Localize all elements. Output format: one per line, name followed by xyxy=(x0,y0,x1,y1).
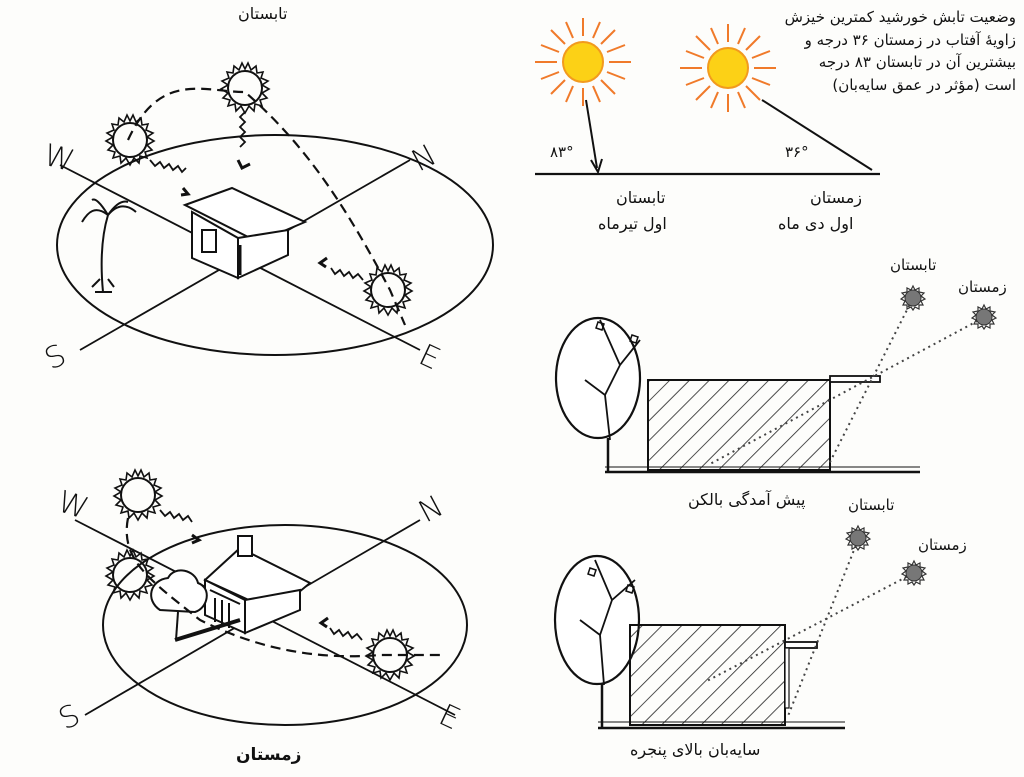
window-tree-canopy xyxy=(553,554,641,686)
summer-house xyxy=(182,186,308,280)
window-shade-diagram xyxy=(553,525,927,730)
window-winter-sun-icon xyxy=(901,560,927,586)
summer-diagram-caption: تابستان xyxy=(238,4,288,23)
summer-date-label: اول تیرماه xyxy=(598,214,667,233)
winter-ray-morning xyxy=(159,509,193,523)
summer-evening-sun-icon xyxy=(363,264,413,316)
summer-ray-evening xyxy=(330,267,364,281)
window-winter-label: زمستان xyxy=(918,536,967,554)
deciduous-tree-icon xyxy=(150,569,208,641)
summer-site-diagram xyxy=(56,62,494,356)
summer-ray-morning xyxy=(149,159,187,174)
winter-ray-arrow xyxy=(761,99,873,171)
winter-ray-evening xyxy=(329,627,363,641)
balcony-overhang xyxy=(829,375,881,383)
winter-site-diagram xyxy=(74,469,468,726)
window-summer-label: تابستان xyxy=(848,496,895,514)
balcony-summer-ray xyxy=(827,299,913,467)
summer-season-label: تابستان xyxy=(616,188,666,207)
summer-ground-ellipse xyxy=(56,134,494,356)
window-shade xyxy=(784,641,818,649)
summer-morning-sun-icon xyxy=(105,114,155,166)
balcony-summer-label: تابستان xyxy=(890,256,937,274)
winter-ground-ellipse xyxy=(102,524,468,726)
balcony-winter-sun-icon xyxy=(971,304,997,330)
balcony-caption: پیش آمدگی بالکن xyxy=(688,490,806,509)
sun-angle-diagram xyxy=(535,18,880,176)
winter-high-sun-icon xyxy=(113,469,163,521)
summer-angle-label: ۸۳° xyxy=(550,143,574,161)
balcony-shading-diagram xyxy=(554,285,997,474)
summer-ray-noon xyxy=(238,111,247,148)
window-summer-sun-icon xyxy=(845,525,871,551)
winter-season-label: زمستان xyxy=(810,188,863,207)
balcony-winter-label: زمستان xyxy=(958,278,1007,296)
window-summer-ray xyxy=(787,539,859,717)
summer-sun-icon xyxy=(535,18,631,106)
winter-date-label: اول دی ماه xyxy=(778,214,854,233)
winter-diagram-caption: زمستان xyxy=(236,745,302,765)
window-caption: سایه‌بان بالای پنجره xyxy=(630,740,761,759)
sun-angle-description: وضعیت تابش خورشید کمترین خیزش زاویهٔ آفت… xyxy=(784,8,1016,94)
palm-tree-icon xyxy=(81,198,137,293)
balcony-building-wall xyxy=(647,379,831,471)
winter-house xyxy=(203,535,312,635)
winter-angle-label: ۳۶° xyxy=(785,143,809,161)
winter-sun-icon xyxy=(680,24,776,112)
window-building-wall xyxy=(629,624,786,726)
winter-sun-path xyxy=(125,517,440,658)
balcony-tree-canopy xyxy=(554,316,642,440)
summer-noon-sun-icon xyxy=(220,62,270,114)
balcony-summer-sun-icon xyxy=(900,285,926,311)
summer-ray-arrow xyxy=(585,99,598,169)
